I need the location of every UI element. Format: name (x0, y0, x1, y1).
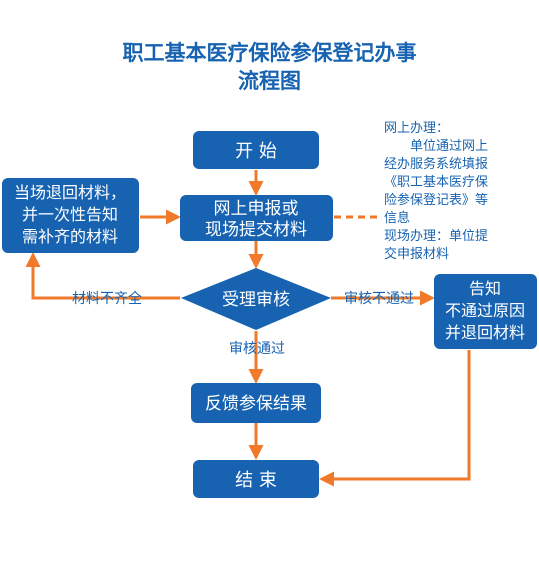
return-materials-label-line3: 需补齐的材料 (22, 227, 118, 246)
return-materials-node (2, 178, 139, 253)
rejection-node (434, 274, 537, 349)
apply-node-label-line2: 现场提交材料 (205, 220, 307, 240)
start-node (193, 131, 319, 169)
edge-label-rejected: 审核不通过 (344, 291, 414, 307)
note-line-7: 现场办理：单位提 (384, 229, 489, 244)
feedback-node (191, 383, 321, 423)
edge-label-incomplete: 材料不齐全 (72, 290, 142, 307)
arrow-reject-to-end (319, 350, 471, 487)
feedback-node-label: 反馈参保结果 (205, 394, 307, 414)
note-line-8: 交申报材料 (384, 247, 450, 262)
review-decision (181, 268, 331, 330)
review-decision-label: 受理审核 (222, 290, 290, 310)
arrow-review-to-return (25, 252, 180, 300)
end-node-label: 结 束 (235, 470, 277, 491)
edge-label-approved: 审核通过 (229, 341, 285, 357)
return-materials-label-line1: 当场退回材料， (14, 183, 126, 202)
diagram-title-line1: 职工基本医疗保险参保登记办事 (122, 41, 417, 65)
rejection-label-line3: 并退回材料 (445, 323, 525, 342)
end-node (193, 460, 319, 498)
rejection-label-line1: 告知 (469, 279, 501, 298)
note-line-6: 信息 (384, 211, 411, 226)
apply-node-label-line1: 网上申报或 (214, 199, 299, 219)
apply-node (180, 195, 333, 241)
start-node-label: 开 始 (235, 141, 277, 162)
rejection-label-line2: 不通过原因 (445, 301, 525, 320)
return-materials-label-line2: 并一次性告知 (22, 205, 118, 224)
note-line-1: 网上办理： (384, 121, 450, 136)
note-line-2: 单位通过网上 (410, 139, 489, 154)
process-note: 网上办理： 单位通过网上 经办服务系统填报 《职工基本医疗保 险参保登记表》等 … (384, 120, 530, 264)
diagram-title-line2: 流程图 (238, 69, 301, 93)
note-line-3: 经办服务系统填报 (384, 157, 489, 172)
note-line-4: 《职工基本医疗保 (384, 175, 489, 190)
note-line-5: 险参保登记表》等 (384, 193, 489, 208)
